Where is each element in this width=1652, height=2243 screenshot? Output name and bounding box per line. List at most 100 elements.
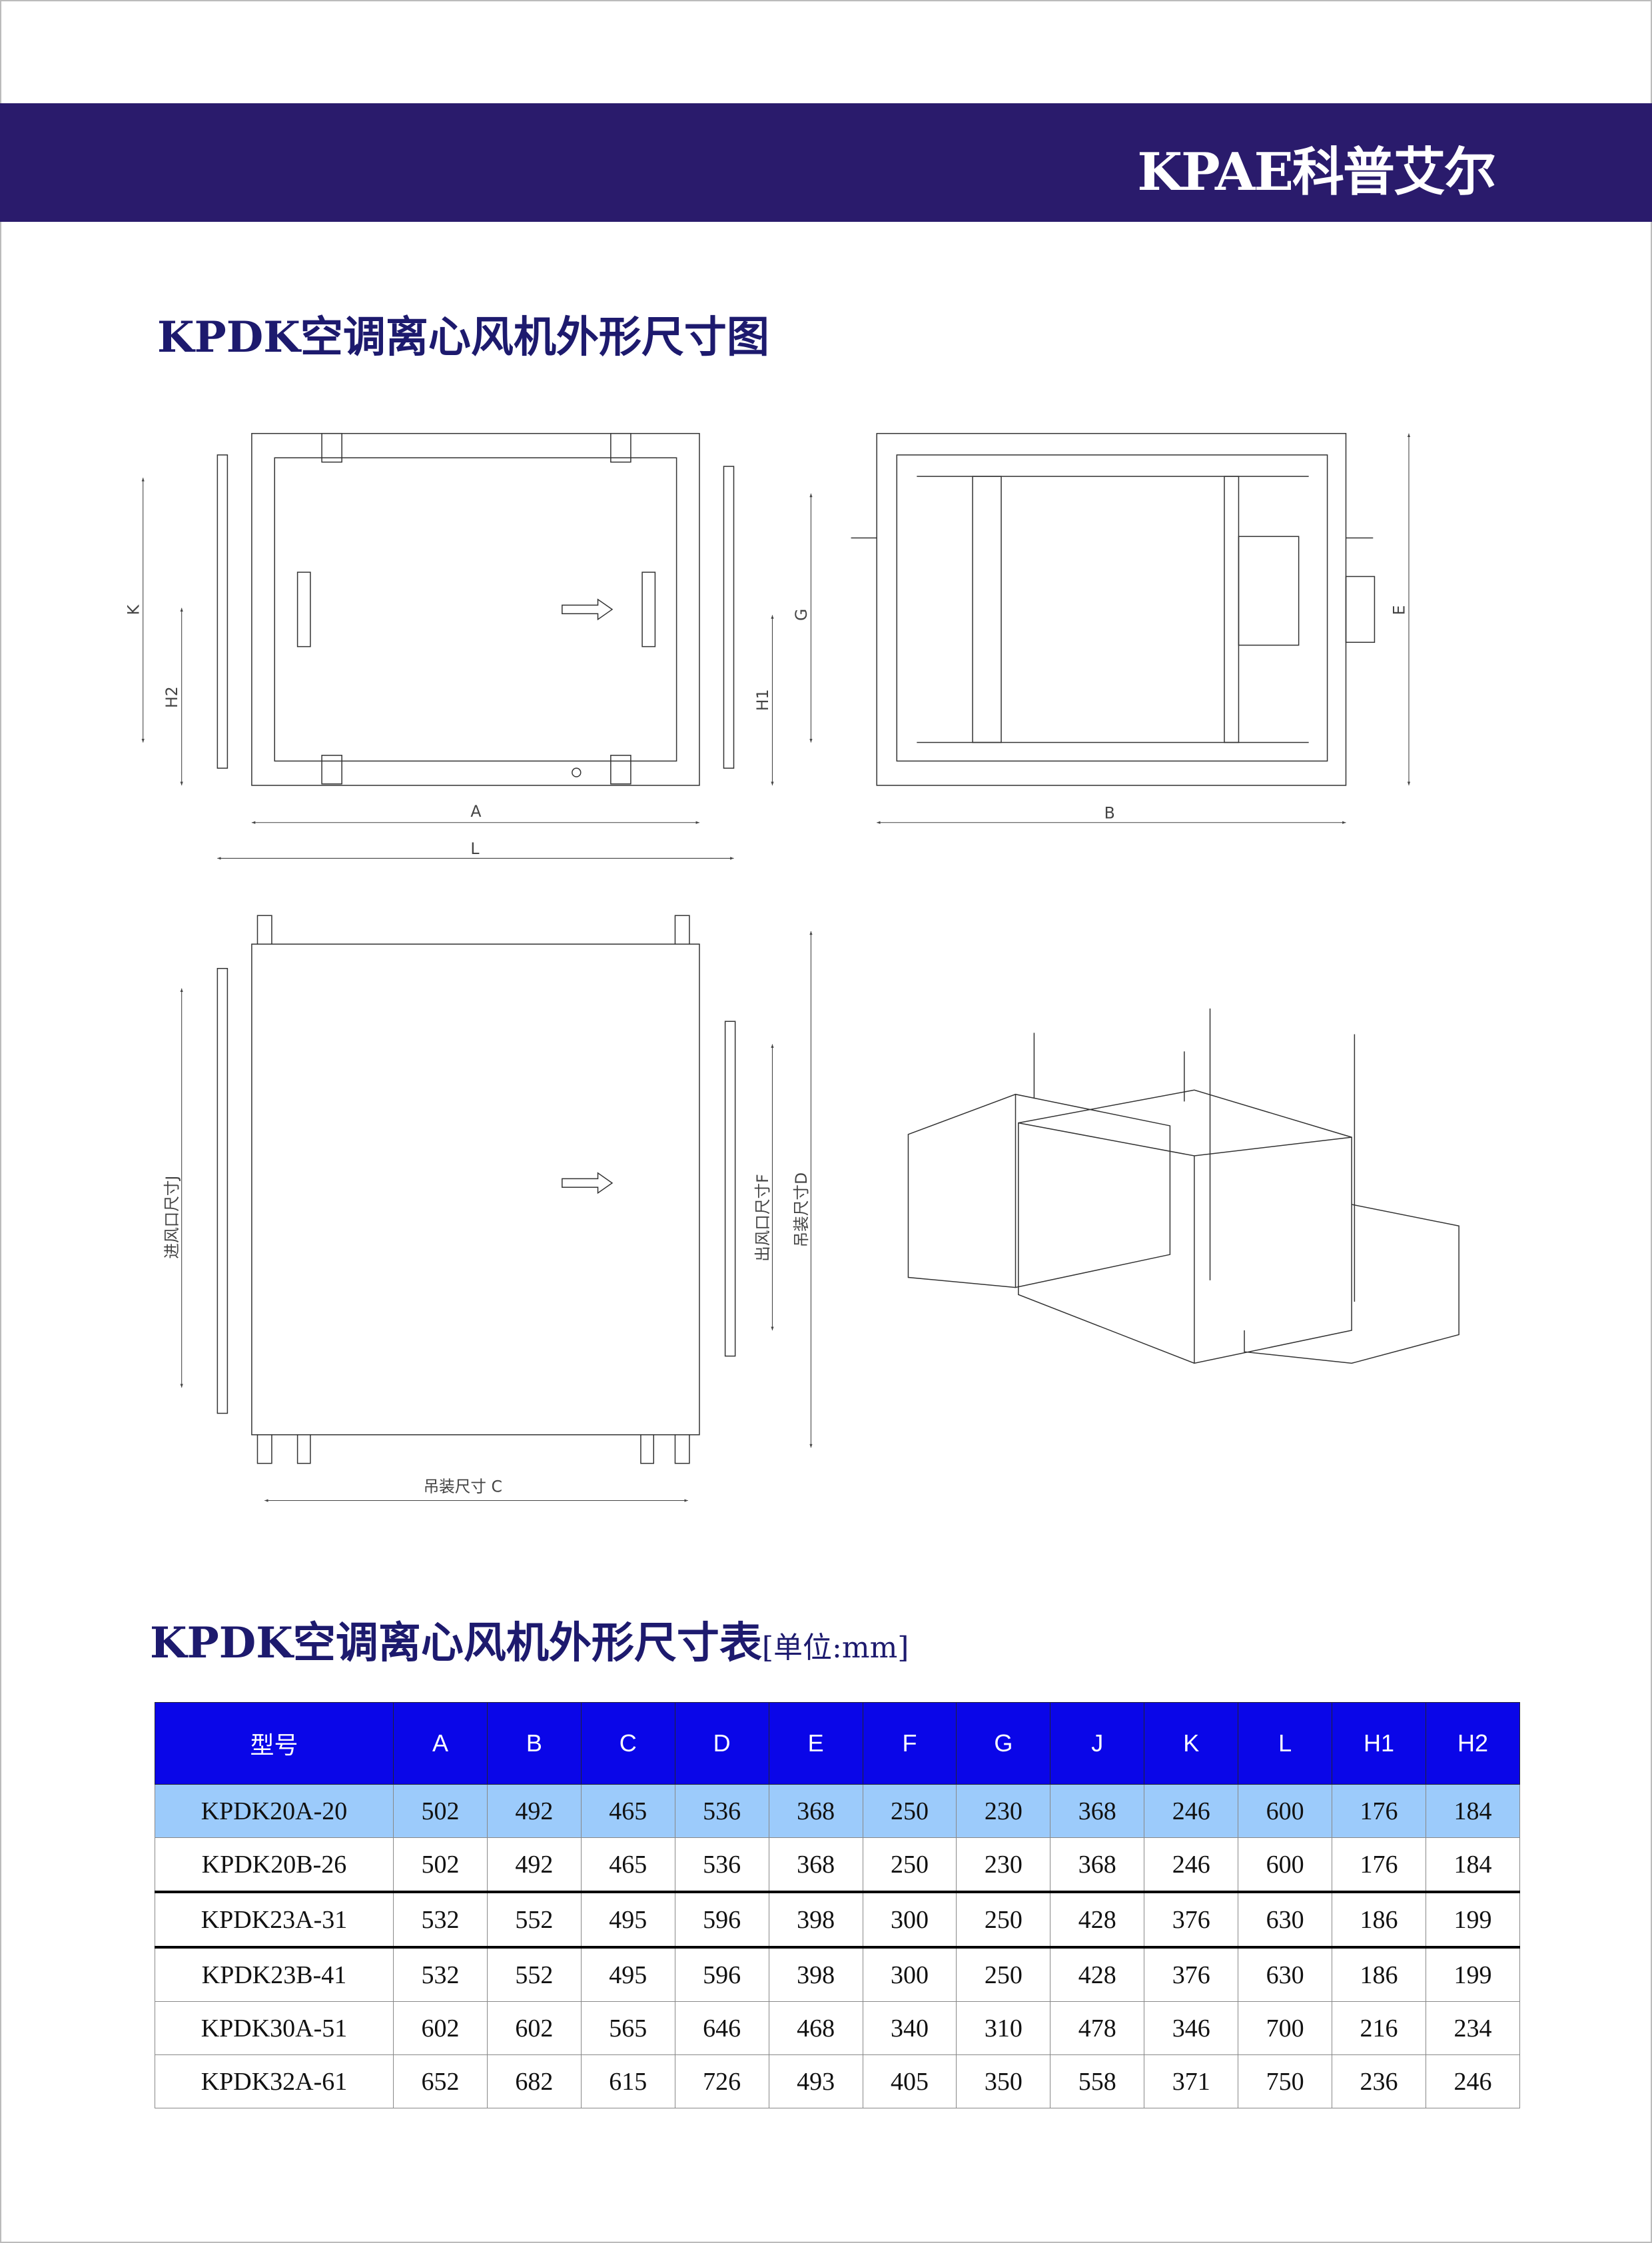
isometric-view	[907, 1008, 1459, 1364]
value-cell: 186	[1332, 1891, 1426, 1949]
value-cell: 428	[1050, 1891, 1145, 1949]
value-cell: 558	[1050, 2054, 1145, 2108]
value-cell: 565	[580, 2001, 675, 2055]
table-title-text: KPDK空调离心风机外形尺寸表	[150, 1618, 762, 1668]
value-cell: 495	[580, 1947, 675, 2002]
value-cell: 600	[1238, 1784, 1333, 1838]
dim-label-hang-d: 吊装尺寸D	[792, 1172, 811, 1248]
model-cell: KPDK20B-26	[155, 1837, 394, 1893]
value-cell: 371	[1144, 2054, 1239, 2108]
value-cell: 376	[1144, 1891, 1239, 1949]
value-cell: 495	[580, 1891, 675, 1949]
value-cell: 236	[1332, 2054, 1426, 2108]
column-header: E	[768, 1702, 863, 1785]
column-header: K	[1144, 1702, 1239, 1785]
dim-label-e: E	[1390, 605, 1409, 615]
value-cell: 230	[956, 1784, 1051, 1838]
value-cell: 199	[1425, 1891, 1521, 1949]
value-cell: 630	[1238, 1947, 1333, 2002]
value-cell: 468	[768, 2001, 863, 2055]
dim-label-outlet-f: 出风口尺寸F	[753, 1174, 772, 1262]
column-header: B	[486, 1702, 582, 1785]
value-cell: 493	[768, 2054, 863, 2108]
value-cell: 346	[1144, 2001, 1239, 2055]
value-cell: 176	[1332, 1784, 1426, 1838]
dim-label-k: K	[124, 604, 143, 615]
model-cell: KPDK32A-61	[155, 2054, 394, 2108]
value-cell: 700	[1238, 2001, 1333, 2055]
value-cell: 630	[1238, 1891, 1333, 1949]
drawing-title: KPDK空调离心风机外形尺寸图	[157, 312, 769, 362]
column-header: C	[580, 1702, 675, 1785]
column-header: H1	[1332, 1702, 1426, 1785]
value-cell: 368	[1050, 1837, 1145, 1893]
model-cell: KPDK23A-31	[155, 1891, 394, 1949]
value-cell: 536	[674, 1837, 769, 1893]
column-header: L	[1238, 1702, 1333, 1785]
column-header: F	[862, 1702, 957, 1785]
value-cell: 405	[862, 2054, 957, 2108]
value-cell: 465	[580, 1837, 675, 1893]
value-cell: 532	[393, 1947, 488, 2002]
value-cell: 250	[956, 1947, 1051, 2002]
value-cell: 300	[862, 1947, 957, 2002]
value-cell: 368	[768, 1784, 863, 1838]
value-cell: 532	[393, 1891, 488, 1949]
dim-label-a: A	[470, 802, 481, 821]
value-cell: 184	[1425, 1784, 1521, 1838]
column-header: H2	[1425, 1702, 1521, 1785]
front-view: A L K H2 H1 G	[124, 432, 813, 860]
value-cell: 250	[862, 1837, 957, 1893]
value-cell: 646	[674, 2001, 769, 2055]
model-cell: KPDK23B-41	[155, 1947, 394, 2002]
header-band	[0, 103, 1652, 222]
dim-label-hang-c: 吊装尺寸 C	[424, 1478, 502, 1496]
value-cell: 602	[486, 2001, 582, 2055]
value-cell: 596	[674, 1947, 769, 2002]
value-cell: 615	[580, 2054, 675, 2108]
value-cell: 602	[393, 2001, 488, 2055]
value-cell: 492	[486, 1837, 582, 1893]
value-cell: 310	[956, 2001, 1051, 2055]
value-cell: 246	[1144, 1784, 1239, 1838]
dim-label-h1: H1	[753, 689, 772, 711]
value-cell: 465	[580, 1784, 675, 1838]
column-header: D	[674, 1702, 769, 1785]
table-title: KPDK空调离心风机外形尺寸表[单位:mm]	[150, 1609, 909, 1670]
brand-logo: KPAE科普艾尔	[1137, 142, 1496, 203]
dim-label-h2: H2	[163, 686, 181, 708]
column-header: A	[393, 1702, 488, 1785]
value-cell: 398	[768, 1891, 863, 1949]
value-cell: 186	[1332, 1947, 1426, 2002]
value-cell: 250	[956, 1891, 1051, 1949]
column-header: J	[1050, 1702, 1145, 1785]
value-cell: 368	[1050, 1784, 1145, 1838]
value-cell: 350	[956, 2054, 1051, 2108]
top-view: 进风口尺寸J 出风口尺寸F 吊装尺寸D 吊装尺寸 C	[163, 915, 813, 1502]
dim-label-b: B	[1104, 803, 1115, 822]
table-unit: [单位:mm]	[761, 1631, 909, 1665]
column-header: 型号	[155, 1702, 394, 1785]
value-cell: 652	[393, 2054, 488, 2108]
model-cell: KPDK30A-51	[155, 2001, 394, 2055]
value-cell: 552	[486, 1891, 582, 1949]
model-cell: KPDK20A-20	[155, 1784, 394, 1838]
dim-label-l: L	[470, 839, 480, 858]
value-cell: 230	[956, 1837, 1051, 1893]
value-cell: 340	[862, 2001, 957, 2055]
value-cell: 682	[486, 2054, 582, 2108]
value-cell: 216	[1332, 2001, 1426, 2055]
value-cell: 398	[768, 1947, 863, 2002]
dim-label-g: G	[792, 609, 811, 621]
value-cell: 600	[1238, 1837, 1333, 1893]
value-cell: 502	[393, 1837, 488, 1893]
value-cell: 199	[1425, 1947, 1521, 2002]
